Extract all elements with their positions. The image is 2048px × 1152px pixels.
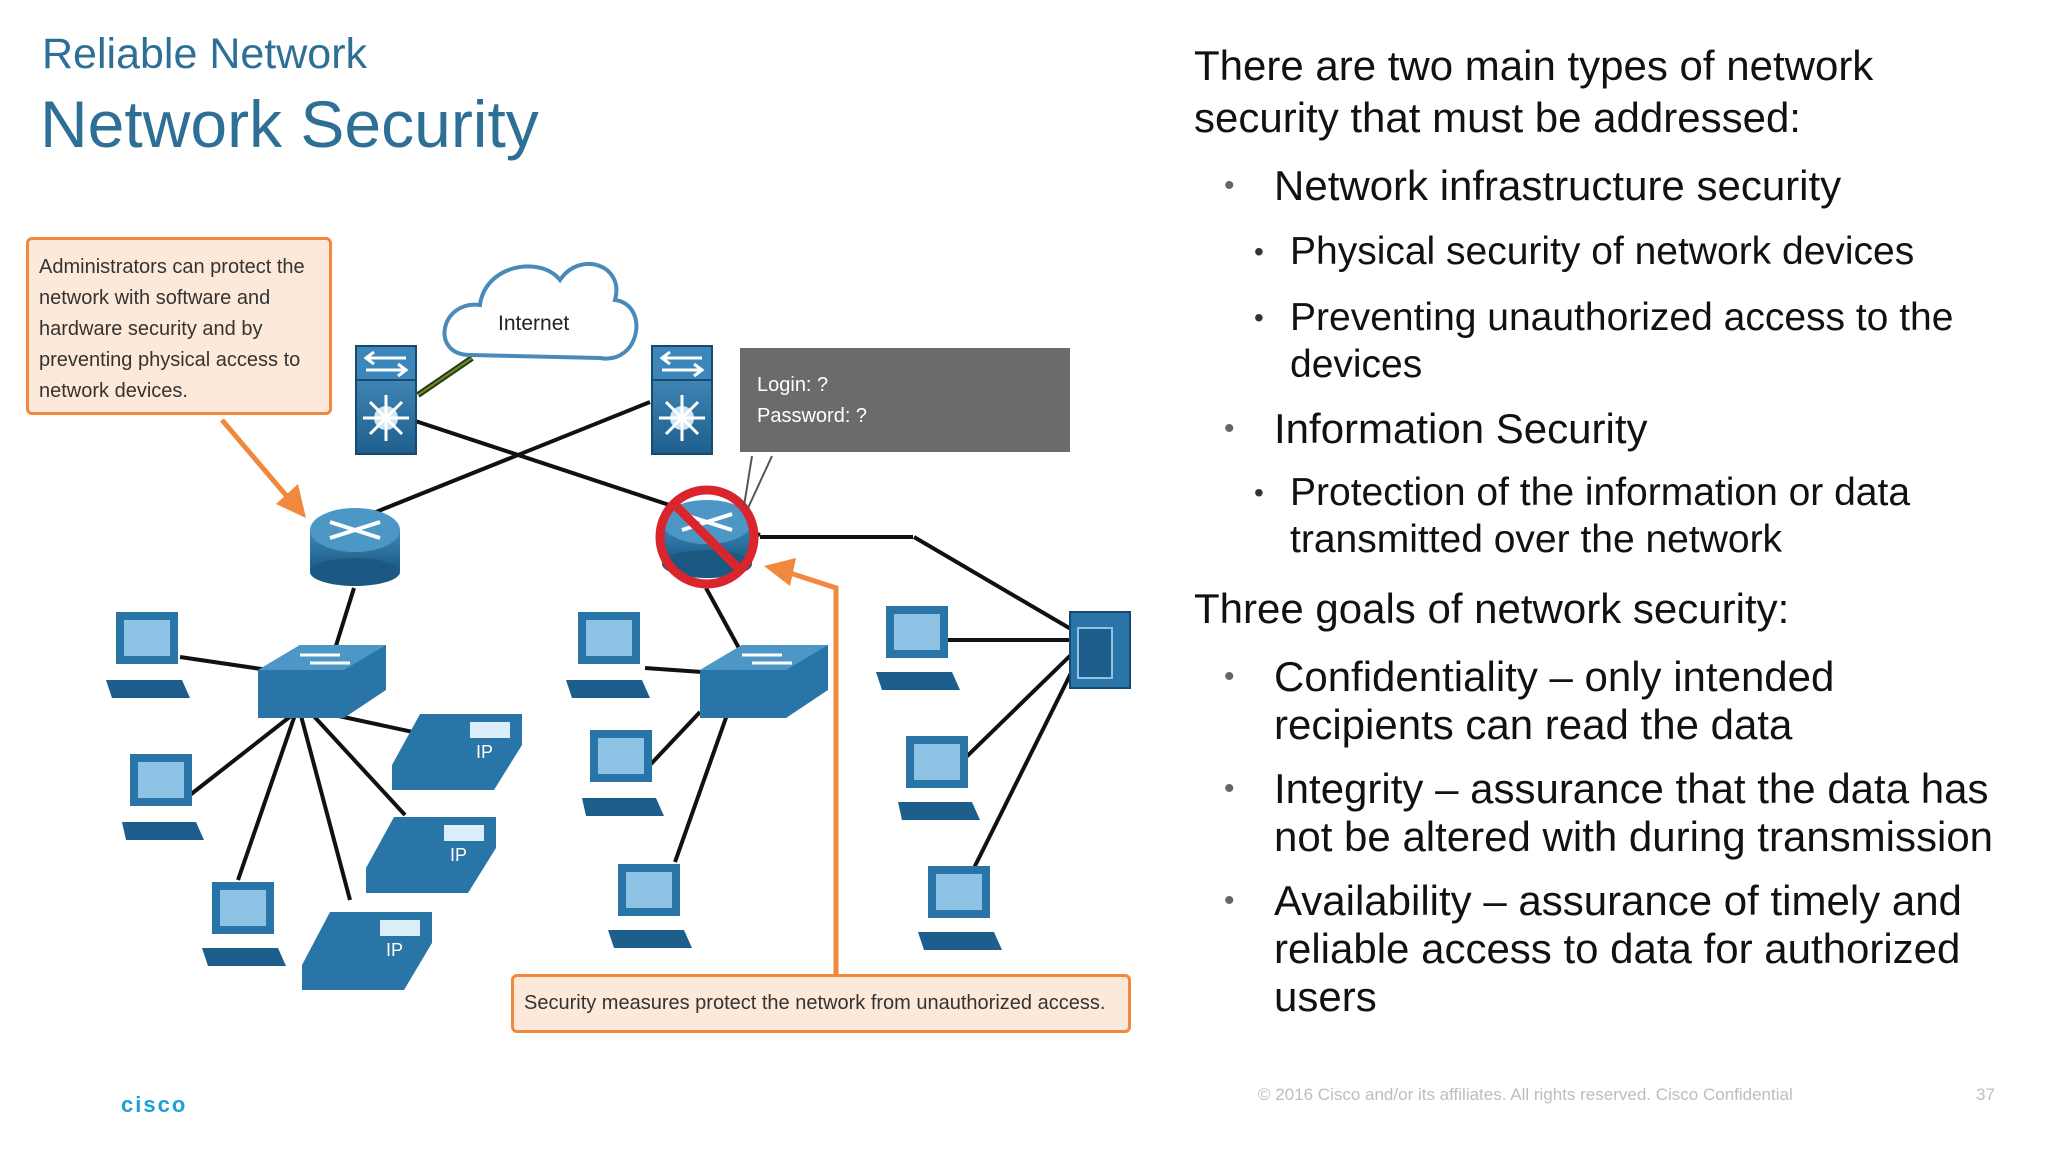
router-icon [310,508,400,586]
ip-phone-icon: IP [392,714,522,790]
ip-phone-label: IP [386,940,403,960]
bullet-confidentiality: Confidentiality – only intended recipien… [1194,653,1994,749]
server-icon [1069,611,1131,689]
content-panel: There are two main types of network secu… [1194,40,1994,1021]
pc-icon [566,612,650,698]
cisco-logo-text: cisco [121,1092,188,1117]
ip-phone-label: IP [450,845,467,865]
bullet-integrity: Integrity – assurance that the data has … [1194,765,1994,861]
intro-text: There are two main types of network secu… [1194,42,1874,141]
bullet-physical-security: Physical security of network devices [1194,228,1994,275]
page-title: Network Security [40,87,539,161]
bullet-unauthorized-access: Preventing unauthorized access to the de… [1194,294,1994,388]
password-line: Password: ? [757,405,868,427]
bullet-data-protection: Protection of the information or data tr… [1194,469,1994,563]
callout-admin-note: Administrators can protect the network w… [26,237,332,415]
bullet-infrastructure-security: Network infrastructure security [1194,162,1994,210]
pointer-arrow-icon [764,558,839,974]
switch-icon [258,645,386,718]
pointer-arrow-icon [220,418,306,518]
bullet-availability: Availability – assurance of timely and r… [1194,877,1994,1021]
login-prompt-box: Login: ? Password: ? [740,348,1070,452]
pc-icon [898,736,980,820]
pc-icon [582,730,664,816]
login-line: Login: ? [757,374,829,396]
ip-phone-icon: IP [366,817,496,893]
ip-phone-label: IP [476,742,493,762]
copyright-footer: © 2016 Cisco and/or its affiliates. All … [1258,1085,1793,1104]
section-subtitle: Reliable Network [42,30,368,78]
bullet-information-security: Information Security [1194,405,1994,453]
multilayer-switch-icon [355,345,417,455]
internet-label: Internet [498,312,570,335]
pc-icon [122,754,204,840]
page-number: 37 [1976,1085,1995,1104]
ip-phone-icon: IP [302,912,432,990]
callout-security-note: Security measures protect the network fr… [511,974,1131,1033]
internet-cloud-icon [442,261,639,361]
network-diagram: IP IP IP [106,261,1131,990]
pc-icon [202,882,286,966]
multilayer-switch-icon [651,345,713,455]
pc-icon [106,612,190,698]
goals-heading: Three goals of network security: [1194,585,1790,632]
prohibited-icon [655,485,759,589]
pc-icon [608,864,692,948]
pc-icon [918,866,1002,950]
switch-icon [700,645,828,718]
pc-icon [876,606,960,690]
